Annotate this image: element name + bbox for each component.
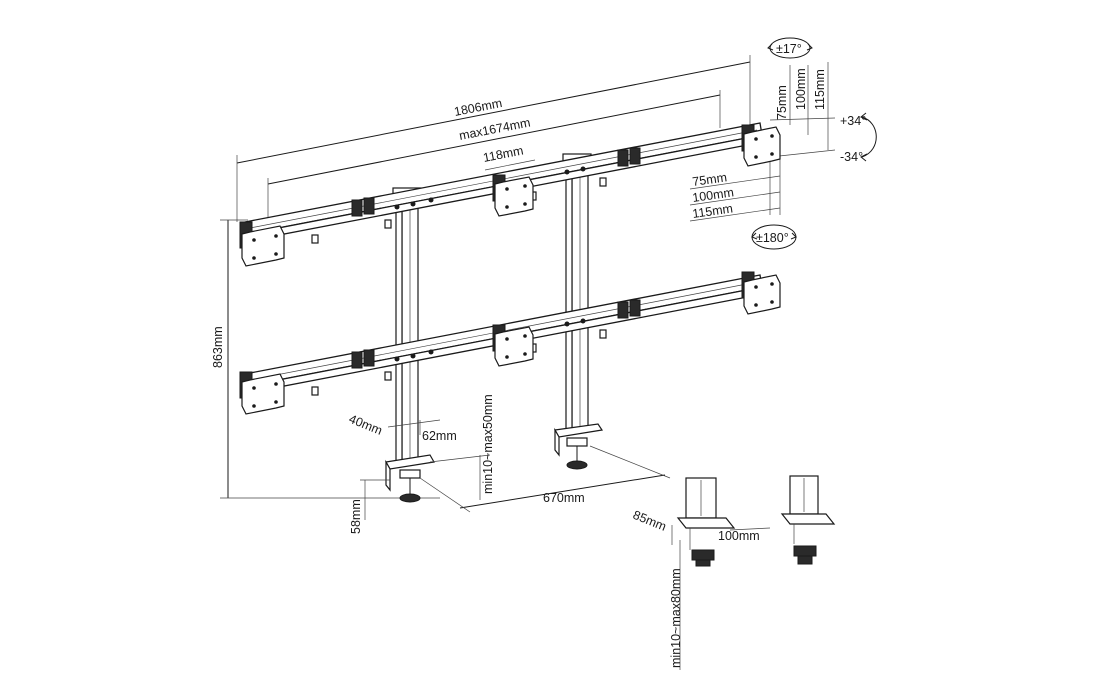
right-desk-clamp bbox=[554, 423, 604, 470]
rotation-label: ±180° bbox=[756, 231, 789, 245]
max-width-label: max1674mm bbox=[458, 115, 532, 143]
spacing-label: 118mm bbox=[482, 143, 525, 165]
plate-100-label: 100mm bbox=[718, 529, 760, 543]
pole-distance-label: 670mm bbox=[543, 491, 585, 505]
lower-bar-joints bbox=[351, 299, 641, 369]
clamp-range-dimension: min10~max50mm bbox=[429, 394, 495, 500]
right-pole bbox=[562, 153, 592, 434]
vesa-top-100-label: 100mm bbox=[794, 68, 808, 110]
vesa-plate-top-center bbox=[492, 174, 534, 217]
detail-clamp-2 bbox=[780, 475, 836, 565]
upper-bar-joints bbox=[351, 147, 641, 217]
vesa-plate-top-right bbox=[741, 124, 781, 167]
plate-85-label: 85mm bbox=[631, 508, 668, 534]
pole-62-label: 62mm bbox=[422, 429, 457, 443]
vesa-plate-top-left bbox=[239, 221, 285, 267]
height-dimension: 863mm bbox=[211, 219, 440, 499]
detail-clamp-1 bbox=[676, 477, 736, 567]
vesa-plate-bottom-left bbox=[239, 371, 285, 415]
tilt-up-label: +34° bbox=[840, 114, 866, 128]
base-58-label: 58mm bbox=[349, 499, 363, 534]
tilt-angle: +34° -34° bbox=[840, 112, 877, 164]
vesa-top-115-label: 115mm bbox=[813, 69, 827, 110]
swivel-angle: ±17° bbox=[767, 37, 813, 59]
tilt-down-label: -34° bbox=[840, 150, 863, 164]
pole-distance-dimension: 670mm bbox=[419, 445, 671, 513]
vesa-side-75-label: 75mm bbox=[691, 170, 727, 189]
swivel-label: ±17° bbox=[776, 42, 802, 56]
vesa-vertical-dimensions: 75mm 100mm 115mm bbox=[769, 62, 836, 158]
pole-40-label: 40mm bbox=[347, 412, 384, 438]
height-label: 863mm bbox=[211, 326, 225, 368]
clamp-range-2-label: min10~max80mm bbox=[669, 568, 683, 668]
left-desk-clamp bbox=[385, 454, 435, 503]
vesa-side-115-label: 115mm bbox=[691, 201, 733, 221]
spacing-dimension: 118mm bbox=[482, 143, 536, 171]
vesa-top-75-label: 75mm bbox=[775, 85, 789, 120]
detail-dimensions: 85mm 100mm min10~max80mm bbox=[631, 508, 771, 670]
base-height-dimension: 58mm bbox=[349, 479, 390, 534]
vesa-plate-bottom-right bbox=[741, 271, 781, 315]
vesa-side-100-label: 100mm bbox=[691, 185, 734, 205]
clamp-range-1-label: min10~max50mm bbox=[481, 394, 495, 494]
vesa-plate-bottom-center bbox=[492, 324, 534, 367]
rotation-angle: ±180° bbox=[751, 224, 797, 250]
vesa-horizontal-dimensions: 75mm 100mm 115mm bbox=[689, 150, 781, 222]
